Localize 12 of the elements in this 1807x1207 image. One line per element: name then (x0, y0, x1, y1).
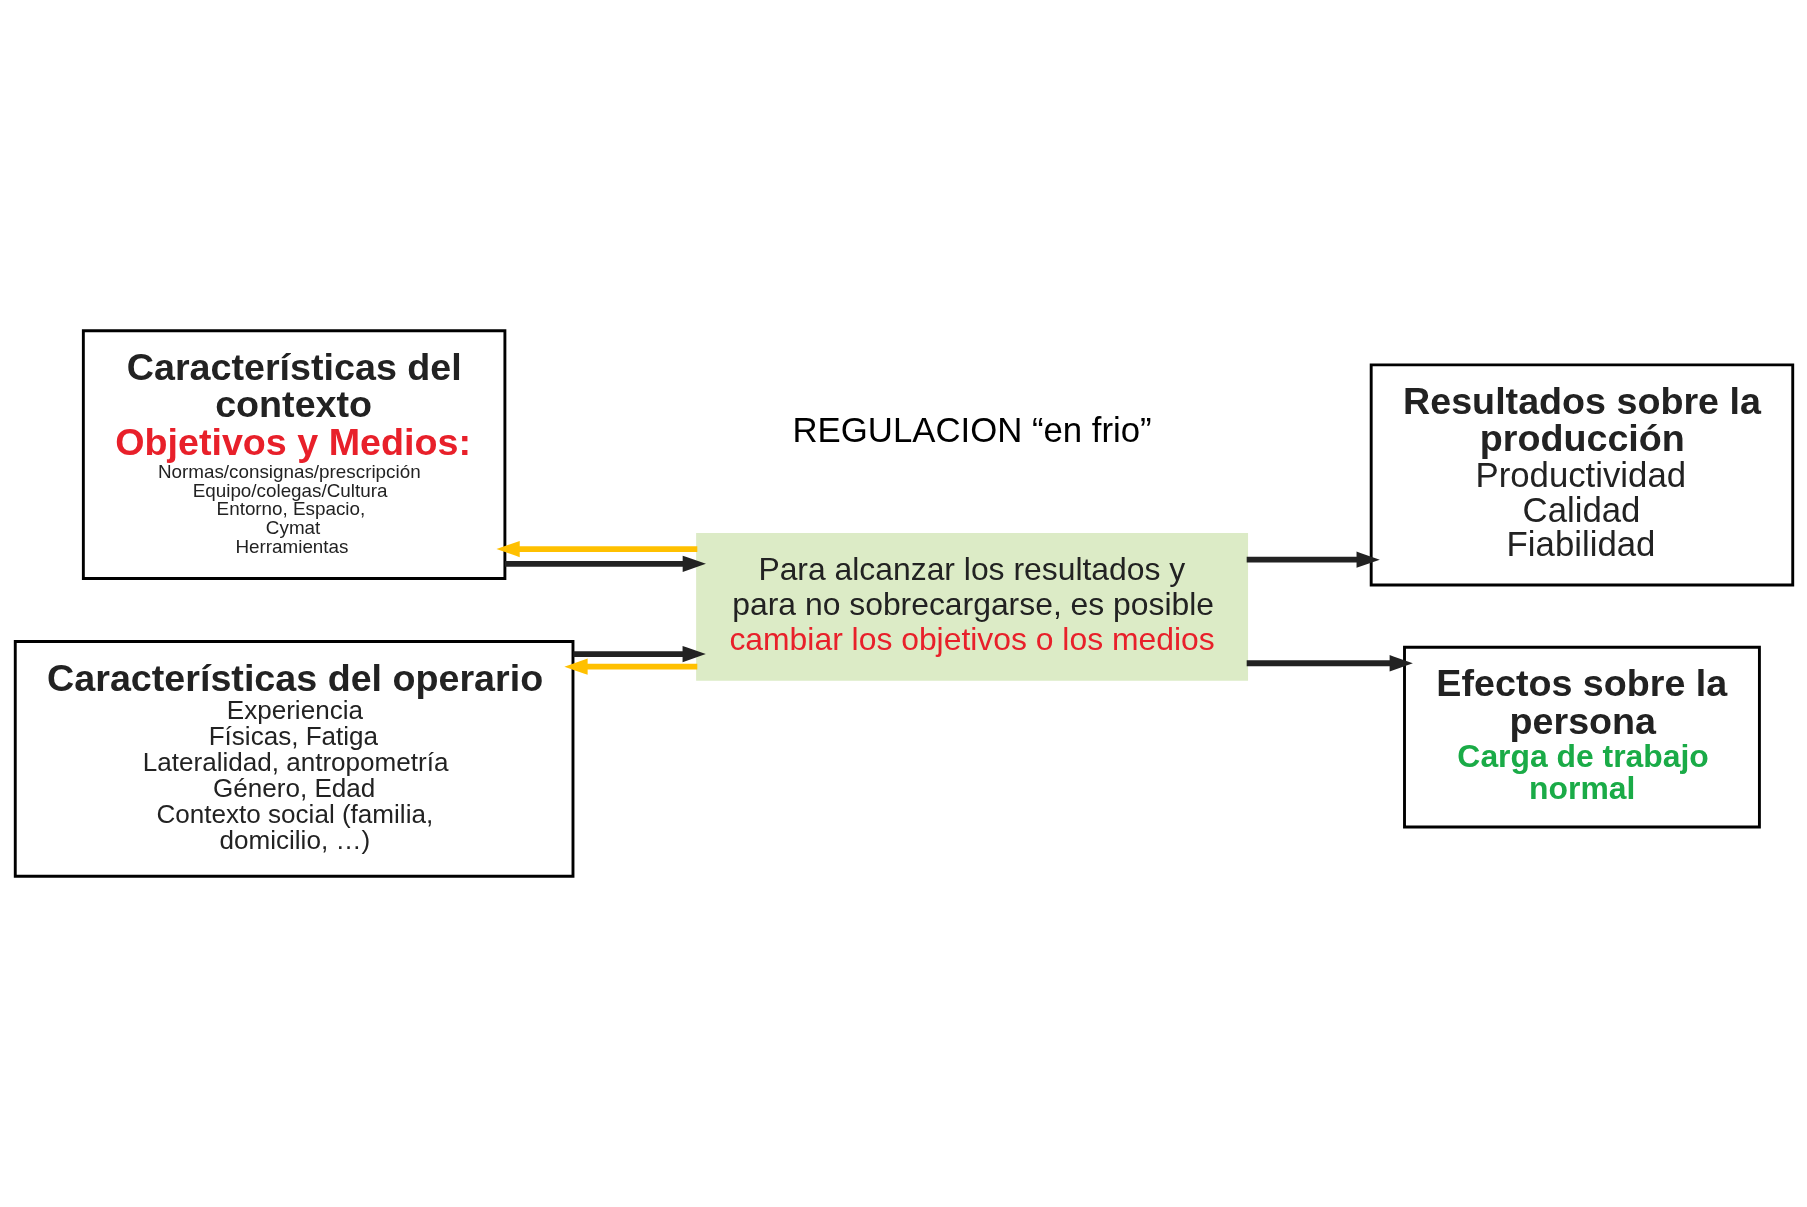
node-box: Resultados sobre la producción Productividad Calidad Fiabilidad (1369, 363, 1794, 587)
arrow (504, 555, 706, 572)
arrow (1246, 551, 1380, 568)
arrow (1246, 655, 1413, 672)
arrow (572, 645, 706, 663)
node-box: Para alcanzar los resultados y para no sobrecargarse, es posible cambiar los objetivos o los medios (695, 532, 1248, 681)
node-box: Efectos sobre la persona Carga de trabajo normal (1402, 645, 1761, 829)
arrow (563, 658, 697, 675)
arrow (495, 540, 697, 558)
label: REGULACION “en frio” (792, 410, 1152, 449)
node-box: Características del operario Experiencia Físicas, Fatiga Lateralidad, antropometría Género, Edad Contexto social (familia, domicilio, …) (13, 640, 574, 878)
node-box: Características del contexto Objetivos y Medios: Normas/consignas/prescripción Equipo/colegas/Cultura Entorno, Espacio, Cymat Herramientas (81, 329, 506, 580)
